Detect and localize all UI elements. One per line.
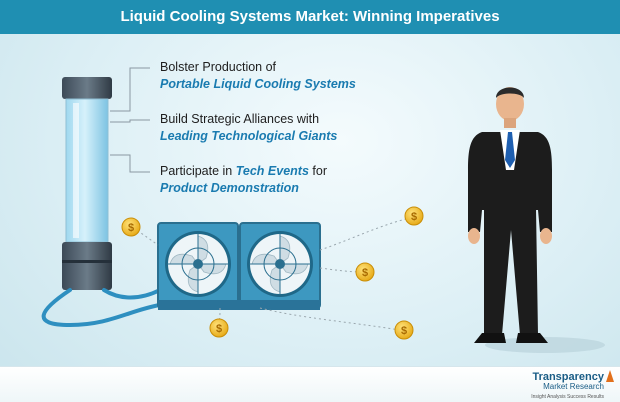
tube-bottom-cap [62,242,112,290]
coin-icon: $ [404,206,424,226]
leader-line-2 [110,119,150,123]
coin-icon: $ [121,217,141,237]
fan-right [247,231,313,297]
leader-line-1 [110,67,150,112]
imperative-3-line1-em: Tech Events [235,164,309,178]
imperative-2-line2: Leading Technological Giants [160,129,338,143]
svg-text:$: $ [411,211,417,223]
imperative-1-line1: Bolster Production of [160,60,277,74]
leader-line-3 [110,154,150,173]
radiator-fans [157,222,321,310]
tube-top-cap [62,77,112,99]
logo-line-2: Market Research [543,382,604,391]
company-logo: Transparency Market Research Insight Ana… [531,370,614,402]
jacket [468,132,552,232]
fan-left [165,231,231,297]
leader-lines [110,67,150,173]
tie [505,132,515,168]
logo-mark-icon [606,370,614,382]
imperative-3-line1-post: for [308,164,327,178]
cooling-tube [62,77,112,290]
coins: $ $ $ $ $ [121,206,424,340]
imperative-3-line2: Product Demonstration [160,181,299,195]
tube-glass [65,98,109,243]
footer-bar [0,366,620,402]
logo-line-1: Transparency [532,371,604,383]
imperative-1: Bolster Production of Portable Liquid Co… [160,59,356,93]
tubing [41,288,162,328]
imperative-1-line2: Portable Liquid Cooling Systems [160,77,356,91]
head [496,87,524,121]
logo-line-3: Insight Analysis Success Results [531,394,604,400]
coin-icon: $ [394,320,414,340]
trousers [484,208,538,335]
businessman-figure [468,87,605,353]
imperative-2-line1: Build Strategic Alliances with [160,112,320,126]
svg-text:$: $ [362,267,368,279]
page-title: Liquid Cooling Systems Market: Winning I… [0,0,620,34]
svg-text:$: $ [216,323,222,335]
imperative-3-line1: Participate in Tech Events for [160,163,327,180]
imperative-3: Participate in Tech Events for Product D… [160,163,327,197]
figure-shadow [485,337,605,353]
tube-highlight [73,103,79,238]
coin-icon: $ [209,318,229,338]
svg-text:$: $ [401,325,407,337]
svg-text:$: $ [128,222,134,234]
imperative-3-line1-pre: Participate in [160,164,236,178]
coin-icon: $ [355,262,375,282]
imperative-2: Build Strategic Alliances with Leading T… [160,111,337,145]
